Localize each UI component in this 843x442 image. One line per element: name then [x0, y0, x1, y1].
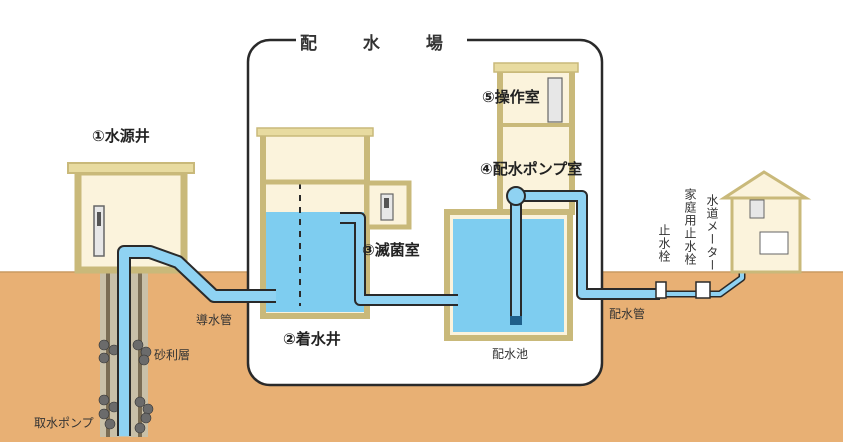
- house: [718, 170, 812, 274]
- gravel-stones: [98, 339, 154, 434]
- label-water-meter: 水道メーター: [705, 194, 719, 272]
- receiving-well: [256, 127, 374, 319]
- label-operation-room: ⑤操作室: [482, 88, 540, 106]
- label-intake-pump: 取水ポンプ: [34, 416, 94, 430]
- label-distribution-reservoir: 配水池: [492, 347, 529, 361]
- conduit-pipe-line: [119, 247, 276, 436]
- label-gravel-layer: 砂利層: [154, 348, 191, 362]
- distribution-pipe-line: [512, 192, 660, 316]
- transfer-pipe: [340, 214, 458, 304]
- label-sterilization-room: ③滅菌室: [362, 241, 420, 259]
- sterilization-room-box: [364, 180, 412, 230]
- label-water-source-well: ①水源井: [92, 127, 150, 145]
- distribution-reservoir: [444, 209, 573, 341]
- label-conduit-pipe: 導水管: [196, 313, 233, 327]
- receiving-well-water: [266, 212, 364, 312]
- label-household-stop-valve: 家庭用止水栓: [683, 188, 697, 266]
- label-stop-valve: 止水栓: [657, 224, 671, 263]
- valves: [655, 281, 711, 299]
- label-distribution-pump-room: ④配水ポンプ室: [480, 160, 583, 178]
- label-distribution-pipe: 配水管: [609, 307, 646, 321]
- label-receiving-well: ②着水井: [283, 330, 341, 348]
- facility-title: 配 水 場: [296, 29, 467, 54]
